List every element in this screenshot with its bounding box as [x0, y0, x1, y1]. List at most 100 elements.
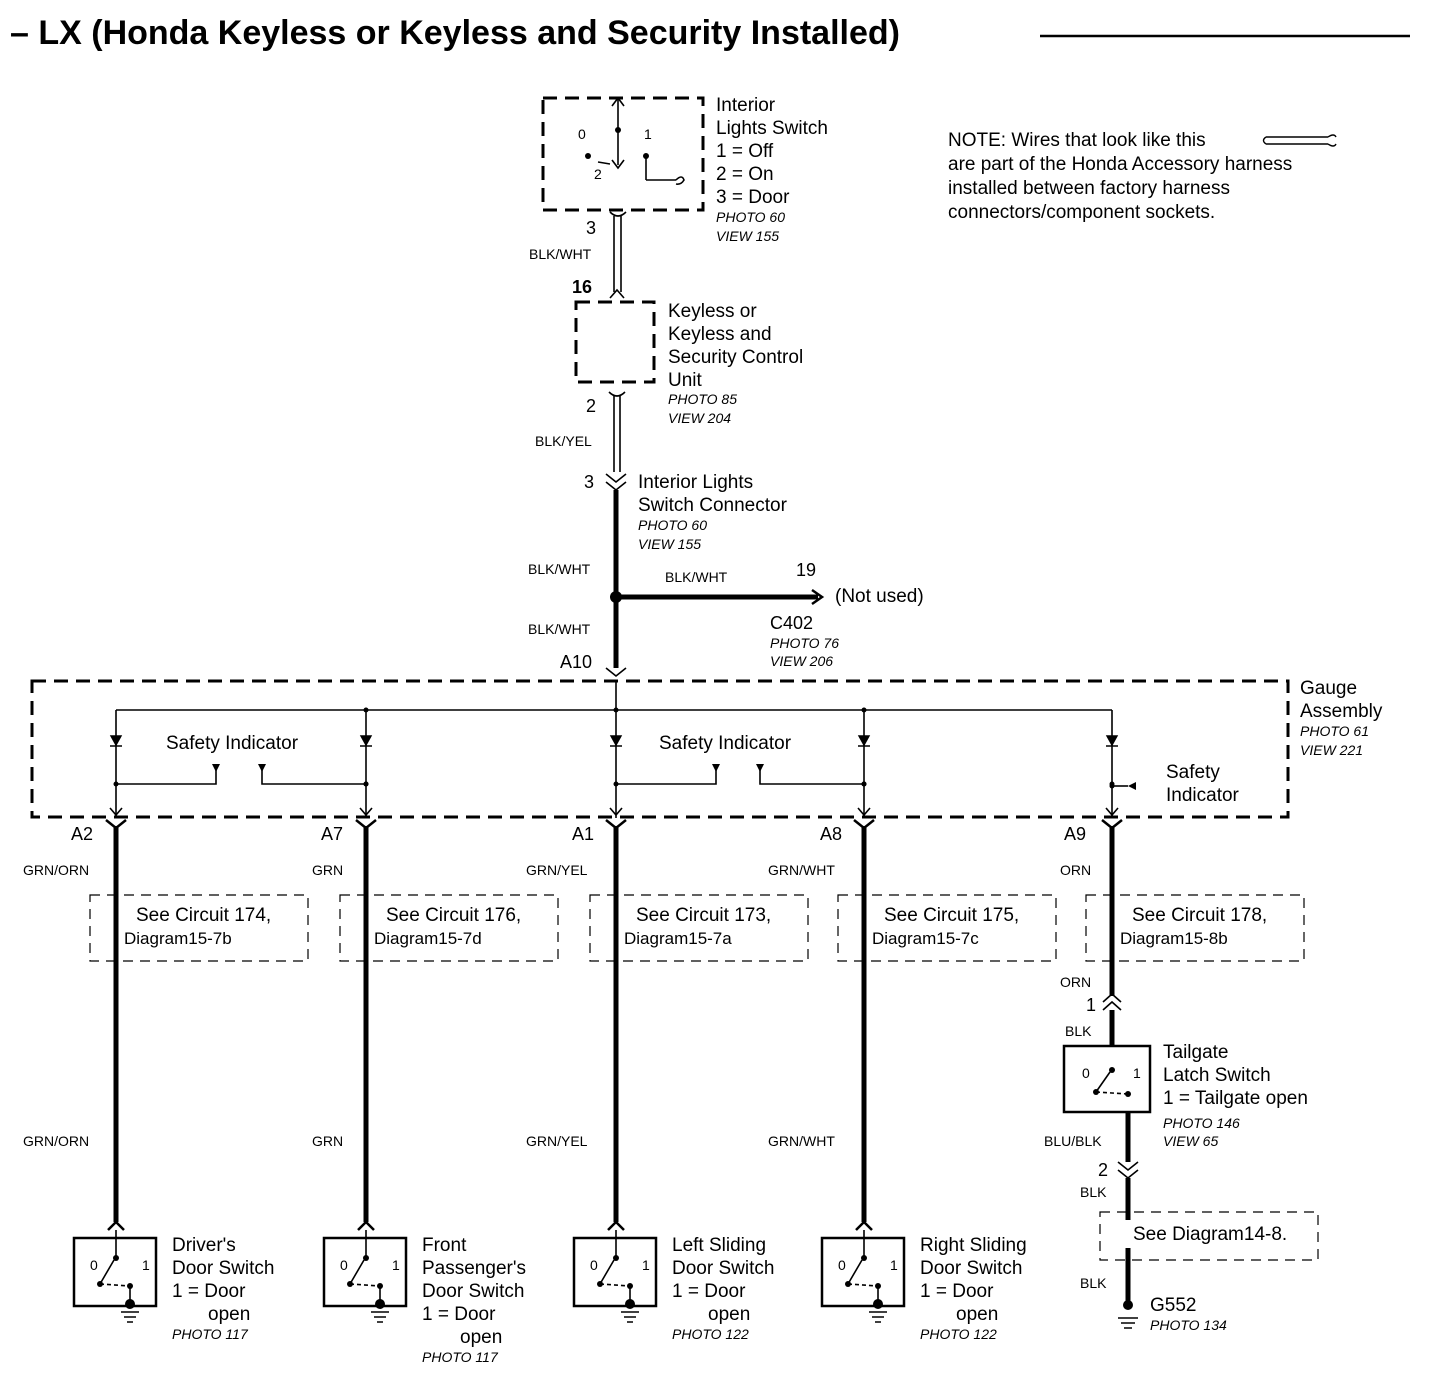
accessory-harness-wire-1 [609, 211, 627, 299]
ils-pos-desc-1: 1 = Off [716, 141, 774, 162]
door-switch-label-5: open [460, 1327, 502, 1348]
switch-contact [613, 1255, 619, 1261]
switch-connector: 3 Interior Lights Switch Connector PHOTO… [528, 472, 788, 577]
tailgate-name-3: 1 = Tailgate open [1163, 1088, 1308, 1109]
ils-pin-out: 3 [586, 218, 596, 238]
ils-view: VIEW 155 [716, 228, 779, 244]
accessory-harness-symbol-icon [1262, 134, 1337, 147]
ils-photo: PHOTO 60 [716, 209, 785, 225]
gauge-assembly: A10 Gauge Assembly PHOTO 61 VIEW 221 Saf… [30, 652, 1383, 819]
junction-dot [861, 781, 867, 787]
cu-pin-in: 16 [572, 277, 592, 297]
tailgate-view: VIEW 65 [1163, 1133, 1218, 1149]
see-circuit-bg [370, 902, 554, 954]
gauge-photo: PHOTO 61 [1300, 723, 1369, 739]
diode-icon [609, 735, 623, 747]
see-circuit-bg [868, 902, 1052, 954]
tailgate-photo: PHOTO 146 [1163, 1115, 1240, 1131]
ground-icon [621, 1311, 639, 1323]
switch-contact [113, 1255, 119, 1261]
switch-link [99, 1283, 131, 1287]
see-circuit-line-1: See Circuit 173, [636, 905, 771, 926]
c402-name: C402 [770, 613, 813, 633]
switch-connector-icon [607, 1220, 625, 1231]
ground-name: G552 [1150, 1295, 1196, 1316]
switch-contact [861, 1255, 867, 1261]
branch-wire-color: GRN [312, 862, 343, 878]
ground-photo: PHOTO 134 [1150, 1317, 1227, 1333]
switch-pos-0: 0 [340, 1257, 348, 1273]
door-switch-label-2: Passenger's [422, 1258, 526, 1279]
see-circuit-line-2: Diagram15-7a [624, 929, 732, 948]
ils-pos-1: 1 [644, 126, 652, 142]
see-circuit-box [89, 894, 309, 962]
cu-view: VIEW 204 [668, 410, 731, 426]
safety-indicator-3b: Indicator [1166, 785, 1240, 806]
tailgate-wire-out: BLU/BLK [1044, 1133, 1102, 1149]
see-circuit-line-1: See Circuit 175, [884, 905, 1019, 926]
c402-wire: BLK/WHT [665, 569, 728, 585]
branch-pin-label: A2 [71, 824, 93, 844]
switch-connector-icon [357, 1220, 375, 1231]
keyless-control-unit: 16 Keyless or Keyless and Security Contr… [535, 277, 803, 449]
door-switch-label-3: 1 = Door [920, 1281, 994, 1302]
gauge-name-1: Gauge [1300, 678, 1357, 699]
tailgate-name-1: Tailgate [1163, 1042, 1229, 1063]
gauge-out-arrow-icon [109, 807, 123, 817]
door-switch-photo: PHOTO 117 [422, 1349, 499, 1365]
door-switch-label-4: open [708, 1304, 750, 1325]
control-unit-box [574, 300, 656, 384]
cu-pin-out: 2 [586, 396, 596, 416]
switch-link [599, 1283, 631, 1287]
sc-name-1: Interior Lights [638, 472, 753, 493]
door-switch-photo: PHOTO 122 [672, 1326, 749, 1342]
branch-wire-color-low: GRN/ORN [23, 1133, 89, 1149]
switch-blade [599, 1259, 615, 1285]
note-block: NOTE: Wires that look like this are part… [948, 130, 1337, 223]
door-switch-label-3: 1 = Door [172, 1281, 246, 1302]
note-line-3: installed between factory harness [948, 178, 1230, 199]
gauge-name-2: Assembly [1300, 701, 1383, 722]
tailgate-wire-blk-1: BLK [1080, 1184, 1107, 1200]
tailgate-name-2: Latch Switch [1163, 1065, 1271, 1086]
switch-ground-point [625, 1299, 635, 1309]
see-diagram-box [1099, 1211, 1319, 1261]
branch-pin-label: A7 [321, 824, 343, 844]
connector-icon [605, 473, 627, 492]
see-circuit-bg [120, 902, 304, 954]
tailgate-pin-in: 1 [1086, 995, 1096, 1015]
safety-indicator-1: Safety Indicator [166, 733, 299, 754]
sc-name-2: Switch Connector [638, 495, 788, 516]
branch-wire-color: GRN/ORN [23, 862, 89, 878]
c402-pin: 19 [796, 560, 816, 580]
door-switch-label-3: 1 = Door [672, 1281, 746, 1302]
sc-wire-out: BLK/WHT [528, 561, 591, 577]
gauge-connector-icon [605, 667, 627, 678]
sc-view: VIEW 155 [638, 536, 701, 552]
tailgate-pos-0: 0 [1082, 1065, 1090, 1081]
switch-blade [349, 1259, 365, 1285]
tailgate-pos-1: 1 [1133, 1065, 1141, 1081]
sc-pin: 3 [584, 472, 594, 492]
gauge-out-arrow-icon [857, 807, 871, 817]
branch-wire-color: GRN/WHT [768, 862, 835, 878]
door-switch-label-4: open [956, 1304, 998, 1325]
ils-pos-2: 2 [594, 166, 602, 182]
door-switch-label-4: open [208, 1304, 250, 1325]
see-circuit-line-2: Diagram15-7d [374, 929, 482, 948]
door-switch-label-1: Driver's [172, 1235, 236, 1256]
see-circuit-box [837, 894, 1057, 962]
safety-indicator-2: Safety Indicator [659, 733, 792, 754]
see-circuit-bg [1116, 902, 1300, 954]
switch-pos-0: 0 [838, 1257, 846, 1273]
door-switch-label-4: 1 = Door [422, 1304, 496, 1325]
branch-wire-color: ORN [1060, 862, 1091, 878]
switch-contact [363, 1255, 369, 1261]
branch-wire-color-low: GRN [312, 1133, 343, 1149]
ils-wire-out: BLK/WHT [529, 246, 592, 262]
see-circuit-line-1: See Circuit 174, [136, 905, 271, 926]
branch-pin-label: A9 [1064, 824, 1086, 844]
tailgate-see-diagram: See Diagram14-8. [1133, 1224, 1287, 1245]
gauge-assembly-box [30, 679, 1290, 819]
